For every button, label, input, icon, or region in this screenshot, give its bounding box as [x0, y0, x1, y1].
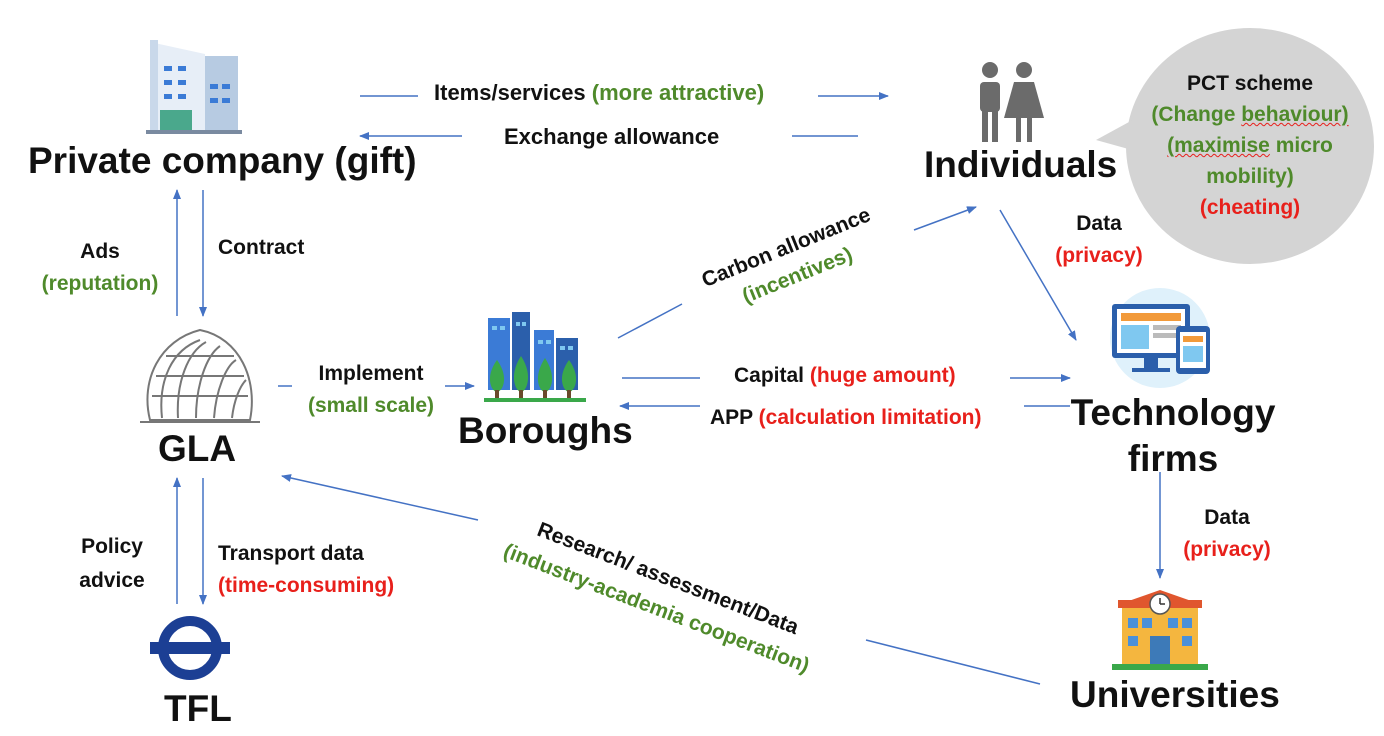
arrow-carbon-segment: [617, 303, 683, 339]
node-private-company: Private company (gift): [28, 140, 417, 181]
pct-line-change-behaviour: (Change behaviour): [1126, 99, 1374, 130]
node-gla: GLA: [158, 428, 237, 469]
node-boroughs: Boroughs: [458, 410, 633, 451]
label-exchange-allowance: Exchange allowance: [504, 124, 720, 149]
people-icon: [980, 62, 1044, 142]
label-transport-main: Transport data: [218, 542, 364, 565]
node-technology-line2: firms: [1127, 438, 1219, 479]
pct-line-mobility: mobility): [1206, 165, 1294, 188]
label-data-universities: Data (privacy): [1172, 502, 1282, 566]
node-tfl: TFL: [164, 688, 232, 729]
label-implement-note: (small scale): [307, 394, 435, 417]
arrow-research-segment: [865, 639, 1041, 685]
pct-word-micro: micro: [1275, 134, 1333, 157]
label-app-note: (calculation limitation): [758, 406, 982, 429]
node-universities: Universities: [1070, 674, 1280, 715]
label-policy-line2: advice: [79, 569, 145, 592]
city-trees-icon: [484, 312, 586, 402]
label-policy-line1: Policy: [81, 535, 143, 558]
label-policy-advice: Policy advice: [60, 530, 164, 598]
label-implement-main: Implement: [318, 362, 424, 385]
tfl-roundel-icon: [150, 616, 230, 680]
label-transport-data: Transport data (time-consuming): [218, 538, 394, 602]
node-technology-line1: Technology: [1070, 392, 1276, 433]
label-ads-main: Ads: [80, 240, 120, 263]
office-building-icon: [146, 40, 242, 134]
label-capital-note: (huge amount): [809, 364, 956, 387]
gherkin-building-icon: [140, 328, 260, 423]
pct-word-behaviour: behaviour): [1241, 103, 1349, 126]
label-data-uni-note: (privacy): [1183, 538, 1271, 561]
pct-bubble-text: PCT scheme (Change behaviour) (maximise …: [1126, 68, 1374, 223]
label-data-ind-main: Data: [1076, 212, 1122, 235]
label-items-note: (more attractive): [591, 80, 765, 105]
arrow-carbon-to-individuals: [913, 206, 977, 231]
label-data-ind-note: (privacy): [1055, 244, 1143, 267]
label-transport-note: (time-consuming): [218, 574, 395, 597]
node-technology-firms: Technology firms: [1068, 390, 1278, 482]
label-capital-main: Capital: [734, 364, 805, 387]
label-data-uni-main: Data: [1204, 506, 1250, 529]
pct-word-change: (Change: [1151, 103, 1236, 126]
label-ads: Ads (reputation): [30, 236, 170, 300]
university-building-icon: [1112, 590, 1208, 670]
label-items-main: Items/services: [434, 80, 586, 105]
label-app-main: APP: [710, 406, 753, 429]
pct-line-maximise: (maximise micro: [1126, 130, 1374, 161]
pct-title: PCT scheme: [1186, 72, 1314, 95]
pct-scheme-bubble: [1126, 28, 1374, 264]
label-items-services: Items/services (more attractive): [434, 80, 764, 106]
computer-devices-icon: [1110, 288, 1210, 388]
label-capital: Capital (huge amount): [734, 364, 956, 388]
label-contract: Contract: [218, 236, 305, 259]
pct-line-cheating: (cheating): [1199, 196, 1301, 219]
arrow-data-to-tech: [999, 209, 1077, 341]
arrow-research-to-gla: [281, 474, 479, 521]
label-implement: Implement (small scale): [296, 358, 446, 422]
label-ads-note: (reputation): [41, 272, 159, 295]
label-data-individuals: Data (privacy): [1044, 208, 1154, 272]
label-app: APP (calculation limitation): [710, 406, 982, 430]
node-individuals: Individuals: [924, 144, 1118, 185]
pct-word-maximise: (maximise: [1167, 134, 1270, 157]
